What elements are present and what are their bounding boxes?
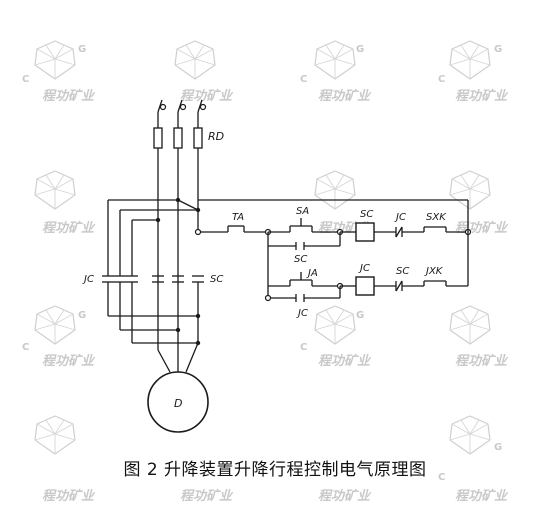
watermark-9 xyxy=(314,305,356,345)
main-circuit: JC SC xyxy=(82,197,223,373)
sc-hold-label: SC xyxy=(294,254,307,265)
terminal-l3 xyxy=(199,103,207,111)
watermark-10 xyxy=(449,305,491,345)
watermark-text-13: 程功矿业 xyxy=(318,488,372,504)
motor-lead-1 xyxy=(157,349,171,373)
watermark-text-3: 程功矿业 xyxy=(318,88,372,104)
watermark-letter-c: C xyxy=(300,342,307,353)
jc-coil xyxy=(355,276,375,296)
reverse-junction-1 xyxy=(195,313,201,319)
sxk-label: SXK xyxy=(426,212,447,223)
watermark-text-11: 程功矿业 xyxy=(42,488,96,504)
power-supply: RD xyxy=(153,99,224,360)
junction-l2 xyxy=(175,197,181,203)
watermark-8 xyxy=(34,305,76,345)
watermark-text-5: 程功矿业 xyxy=(42,220,96,236)
motor-label: D xyxy=(174,397,182,410)
fuse-l3 xyxy=(193,127,203,149)
watermark-text-10: 程功矿业 xyxy=(455,353,509,369)
jc-coil-label: JC xyxy=(358,263,370,274)
watermark-12 xyxy=(449,415,491,455)
fuse-l1 xyxy=(153,127,163,149)
watermark-letter-c: C xyxy=(300,74,307,85)
terminal-l3-lead xyxy=(197,99,203,113)
watermark-4 xyxy=(449,40,491,80)
watermark-text-9: 程功矿业 xyxy=(318,353,372,369)
watermark-letter-g: G xyxy=(494,442,502,453)
figure-caption: 图 2 升降装置升降行程控制电气原理图 xyxy=(123,460,427,480)
watermark-letter-c: C xyxy=(438,472,445,483)
terminal-l2-lead xyxy=(177,99,183,113)
jc-interlock-label: JC xyxy=(394,212,406,223)
watermark-text-2: 程功矿业 xyxy=(180,88,234,104)
jc-hold-label: JC xyxy=(296,308,308,319)
terminal-l1 xyxy=(159,103,167,111)
watermark-letter-g: G xyxy=(78,310,86,321)
bus-l2-cross xyxy=(177,199,199,211)
sc-coil-label: SC xyxy=(360,209,373,220)
terminal-l2 xyxy=(179,103,187,111)
sc-interlock-slash xyxy=(395,280,403,292)
branch-node-lower xyxy=(264,294,272,302)
watermark-letter-c: C xyxy=(22,74,29,85)
control-tap xyxy=(194,228,202,236)
terminal-l1-lead xyxy=(157,99,163,113)
ta-label: TA xyxy=(232,212,244,223)
reverse-junction-2 xyxy=(175,327,181,333)
watermark-1 xyxy=(34,40,76,80)
watermark-2 xyxy=(174,40,216,80)
junction-l3 xyxy=(195,207,201,213)
watermark-6 xyxy=(314,170,356,210)
watermark-5 xyxy=(34,170,76,210)
sc-coil xyxy=(355,222,375,242)
sa-label: SA xyxy=(296,206,309,217)
sc-main-label: SC xyxy=(210,274,223,285)
watermark-text-1: 程功矿业 xyxy=(42,88,96,104)
watermark-7 xyxy=(449,170,491,210)
motor: D xyxy=(147,371,209,433)
watermark-letter-g: G xyxy=(494,44,502,55)
control-circuit: TA SA SC SC JC SXK xyxy=(194,199,472,319)
jxk-label: JXK xyxy=(424,266,444,277)
sc-interlock-label: SC xyxy=(396,266,409,277)
motor-lead-3 xyxy=(185,342,199,373)
watermark-letter-g: G xyxy=(356,44,364,55)
watermark-text-7: 程功矿业 xyxy=(455,220,509,236)
jc-interlock-slash xyxy=(395,226,403,238)
watermark-text-4: 程功矿业 xyxy=(455,88,509,104)
watermark-text-12: 程功矿业 xyxy=(180,488,234,504)
watermark-letter-g: G xyxy=(356,310,364,321)
fuse-l2 xyxy=(173,127,183,149)
fuse-label: RD xyxy=(208,130,224,143)
watermark-letter-g: G xyxy=(78,44,86,55)
watermark-3 xyxy=(314,40,356,80)
watermark-11 xyxy=(34,415,76,455)
watermark-letter-c: C xyxy=(438,74,445,85)
junction-l1 xyxy=(155,217,161,223)
watermark-text-14: 程功矿业 xyxy=(455,488,509,504)
watermark-letter-c: C xyxy=(22,342,29,353)
ja-label: JA xyxy=(306,268,318,279)
motor-symbol xyxy=(147,371,209,433)
watermark-text-8: 程功矿业 xyxy=(42,353,96,369)
jc-main-label: JC xyxy=(82,274,94,285)
